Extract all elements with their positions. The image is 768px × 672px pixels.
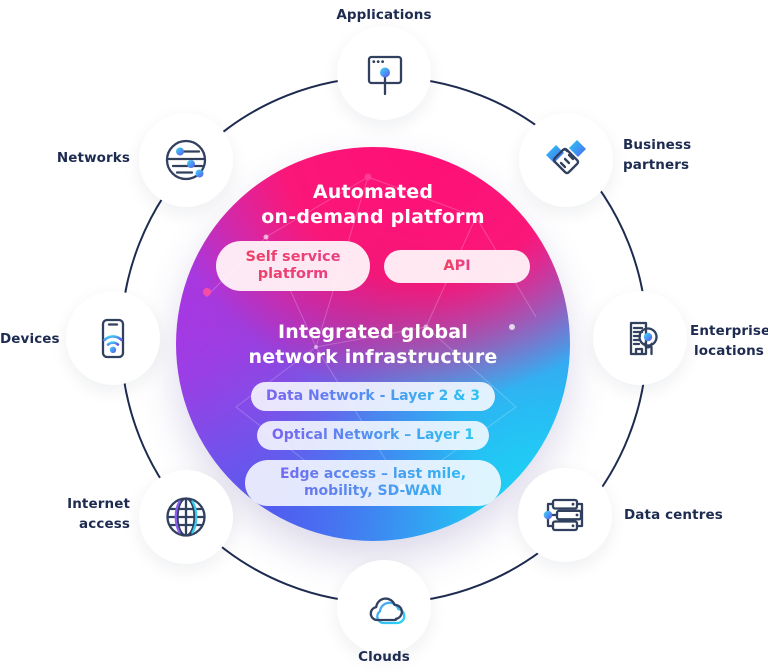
smartphone-wifi-icon — [101, 318, 125, 359]
internet-access-label: Internet access — [67, 496, 130, 532]
integrated-network-heading: Integrated global network infrastructure — [248, 320, 497, 370]
business-partners-node — [519, 113, 613, 207]
heading-mid-line1: Integrated global — [277, 321, 469, 344]
network-globe-icon — [165, 139, 207, 181]
clouds-icon — [369, 597, 406, 625]
networks-label: Networks — [56, 150, 130, 166]
api-pill-label: API — [443, 257, 471, 274]
clouds-label: Clouds — [358, 649, 410, 665]
data-centres-label: Data centres — [624, 507, 723, 523]
applications-label: Applications — [336, 7, 432, 23]
api-pill: API — [384, 249, 530, 283]
business-partners-label: Business partners — [623, 137, 692, 173]
optical-network-pill-label: Optical Network – Layer 1 — [271, 427, 475, 444]
edge-access-pill: Edge access – last mile, mobility, SD-WA… — [245, 459, 501, 506]
automated-platform-heading: Automated on-demand platform — [261, 180, 484, 230]
enterprise-locations-label: Enterprise locations — [690, 323, 768, 359]
heading-top-line2: on-demand platform — [261, 206, 485, 229]
network-layer-pills: Data Network - Layer 2 & 3 Optical Netwo… — [245, 382, 501, 506]
optical-network-pill: Optical Network – Layer 1 — [256, 421, 490, 450]
devices-node — [66, 291, 160, 385]
networks-node — [139, 113, 233, 207]
app-window-icon — [367, 55, 403, 96]
central-platform-circle: Automated on-demand platform Self servic… — [176, 147, 570, 541]
heading-mid-line2: network infrastructure — [248, 346, 498, 369]
devices-label: Devices — [0, 331, 60, 347]
edge-access-pill-label: Edge access – last mile, mobility, SD-WA… — [260, 466, 486, 500]
internet-access-node — [139, 470, 233, 564]
clouds-node — [337, 560, 431, 654]
data-centres-node — [518, 468, 612, 562]
platform-pills-row: Self service platform API — [216, 241, 530, 292]
enterprise-locations-node — [593, 291, 687, 385]
data-network-pill: Data Network - Layer 2 & 3 — [250, 382, 496, 412]
server-stack-icon — [543, 498, 584, 532]
data-network-pill-label: Data Network - Layer 2 & 3 — [265, 388, 481, 405]
self-service-pill-label: Self service platform — [224, 249, 362, 282]
building-pin-icon — [629, 321, 658, 356]
internet-globe-icon — [166, 497, 206, 537]
handshake-icon — [546, 140, 586, 175]
heading-top-line1: Automated — [312, 181, 434, 203]
self-service-pill: Self service platform — [216, 241, 370, 292]
applications-node — [337, 26, 431, 120]
